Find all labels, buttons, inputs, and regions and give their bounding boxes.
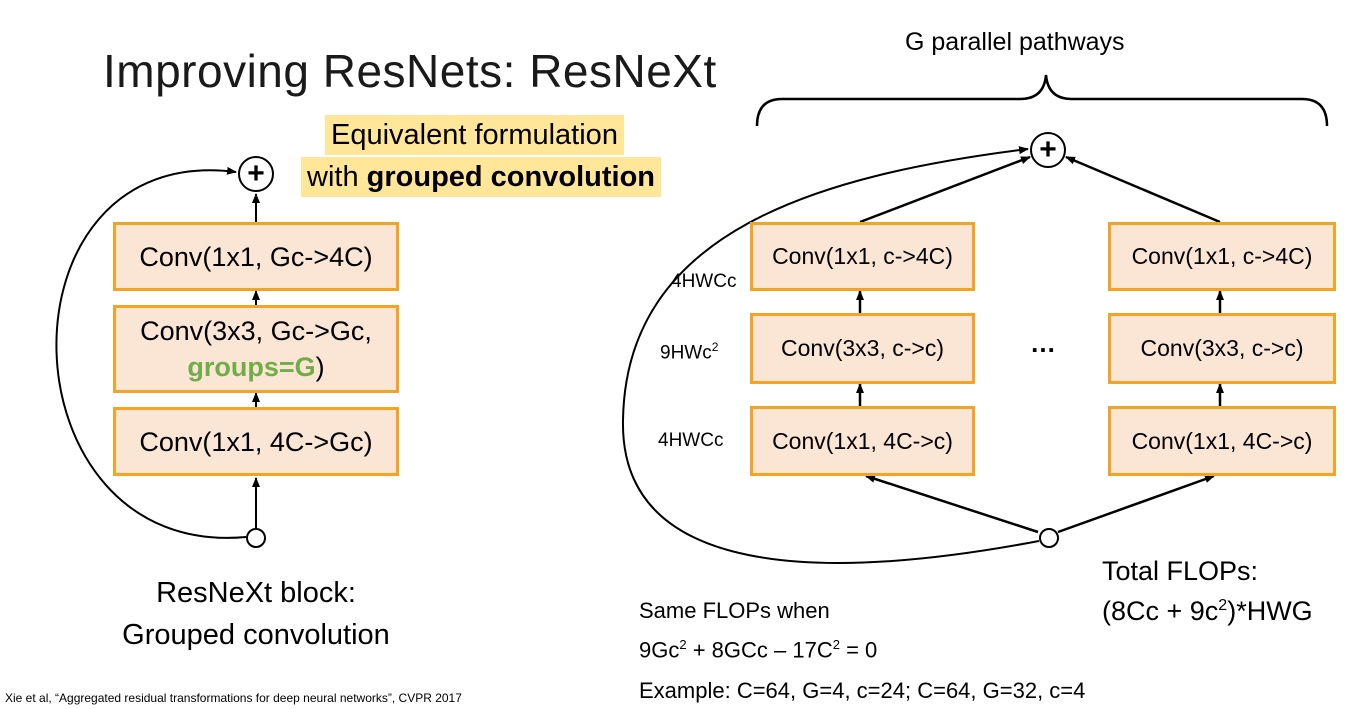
- right-add-node: +: [1030, 132, 1066, 168]
- flops-conv-1x1-out: 4HWCc: [671, 271, 737, 292]
- left-caption-line2: Grouped convolution: [122, 619, 390, 651]
- total-flops-formula: (8Cc + 9c2)*HWG: [1102, 596, 1313, 626]
- right-skip-connection: [621, 146, 1040, 564]
- total-flops-label: Total FLOPs:: [1102, 556, 1259, 586]
- example-values: Example: C=64, G=4, c=24; C=64, G=32, c=…: [639, 678, 1086, 703]
- path-1-conv-1x1-out: Conv(1x1, c->4C): [750, 222, 975, 291]
- flops-conv-1x1-in: 4HWCc: [658, 430, 724, 451]
- pathways-ellipsis: …: [1030, 328, 1057, 358]
- left-conv-3x3-line1: Conv(3x3, Gc->Gc,: [140, 316, 372, 346]
- left-conv-1x1-in: Conv(1x1, 4C->Gc): [113, 407, 399, 476]
- same-flops-equation: 9Gc2 + 8GCc – 17C2 = 0: [639, 637, 878, 663]
- highlight-line-2: with grouped convolution: [301, 157, 661, 197]
- right-arrows: [856, 155, 1224, 534]
- path-1-conv-3x3: Conv(3x3, c->c): [750, 313, 975, 384]
- right-input-node: [1039, 528, 1059, 548]
- highlight-prefix: with: [307, 161, 367, 193]
- path-g-conv-3x3: Conv(3x3, c->c): [1108, 313, 1336, 384]
- left-conv-3x3-line2: groups=G): [140, 349, 372, 385]
- path-g-conv-1x1-out: Conv(1x1, c->4C): [1108, 222, 1336, 291]
- left-input-node: [246, 528, 266, 548]
- path-g-conv-1x1-in: Conv(1x1, 4C->c): [1108, 406, 1336, 476]
- left-caption-line1: ResNeXt block:: [156, 577, 356, 609]
- left-caption: ResNeXt block: Grouped convolution: [100, 572, 412, 656]
- citation: Xie et al, “Aggregated residual transfor…: [5, 691, 462, 705]
- left-conv-1x1-out: Conv(1x1, Gc->4C): [113, 222, 399, 291]
- pathways-brace: [755, 74, 1329, 127]
- page-title: Improving ResNets: ResNeXt: [103, 45, 717, 97]
- highlight-bold: grouped convolution: [366, 161, 655, 193]
- left-skip-connection: [55, 166, 247, 539]
- groups-label: groups=G: [187, 352, 316, 382]
- left-conv-3x3-grouped: Conv(3x3, Gc->Gc, groups=G): [113, 305, 399, 393]
- brace-label: G parallel pathways: [905, 28, 1125, 56]
- path-1-conv-1x1-in: Conv(1x1, 4C->c): [750, 406, 975, 476]
- groups-close: ): [315, 352, 325, 382]
- flops-conv-3x3: 9HWc2: [660, 340, 719, 364]
- highlight-line-1: Equivalent formulation: [325, 115, 624, 155]
- same-flops-label: Same FLOPs when: [639, 598, 830, 623]
- left-add-node: +: [238, 156, 274, 192]
